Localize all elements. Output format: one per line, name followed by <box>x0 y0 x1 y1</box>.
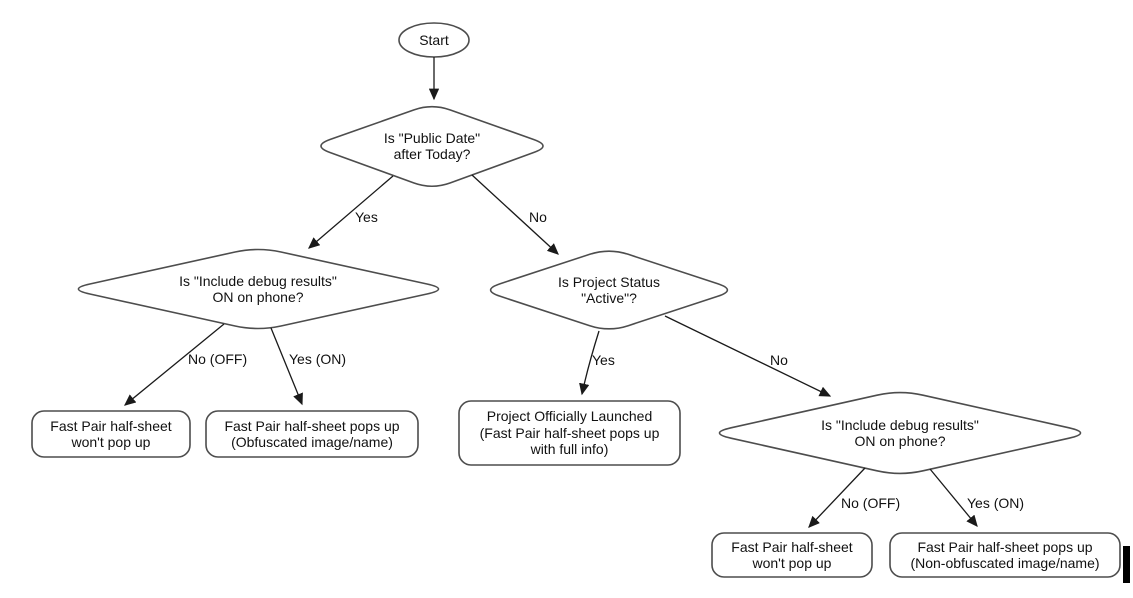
debug-right-decision-shape <box>718 391 1082 475</box>
edge-label-debug-left-no: No (OFF) <box>188 351 248 367</box>
edge-label-debug-right-no: No (OFF) <box>841 495 901 511</box>
edge-label-public-date-yes: Yes <box>355 209 378 225</box>
project-status-decision-shape <box>489 250 729 330</box>
edge-public-date-yes <box>308 175 394 249</box>
text-cursor-artifact <box>1123 546 1130 583</box>
edge-project-status-no <box>664 315 832 397</box>
node-non-obfuscated-popup: Fast Pair half-sheet pops up (Non-obfusc… <box>910 538 1100 572</box>
edge-debug-left-yes <box>270 327 303 406</box>
edge-project-status-yes <box>579 330 600 396</box>
debug-left-decision-shape <box>77 248 440 330</box>
public-date-decision-shape <box>320 105 544 188</box>
node-debug-left-decision: Is "Include debug results" ON on phone? <box>179 272 337 306</box>
node-officially-launched: Project Officially Launched (Fast Pair h… <box>479 408 660 458</box>
node-obfuscated-popup: Fast Pair half-sheet pops up (Obfuscated… <box>224 417 400 451</box>
node-start: Start <box>419 31 449 48</box>
edge-label-project-status-yes: Yes <box>592 352 615 368</box>
node-public-date-decision: Is "Public Date" after Today? <box>383 129 481 163</box>
no-popup-left-box <box>31 410 191 458</box>
officially-launched-box <box>458 400 681 466</box>
edge-label-debug-left-yes: Yes (ON) <box>289 351 347 367</box>
node-debug-right-decision: Is "Include debug results" ON on phone? <box>821 416 979 450</box>
no-popup-right-box <box>711 532 873 578</box>
edge-debug-right-yes <box>929 468 978 528</box>
edge-label-project-status-no: No <box>770 352 788 368</box>
node-no-popup-right: Fast Pair half-sheet won't pop up <box>731 538 853 572</box>
edge-label-public-date-no: No <box>529 209 547 225</box>
edge-debug-left-no <box>123 323 225 406</box>
edge-public-date-no <box>471 174 559 255</box>
node-project-status-decision: Is Project Status "Active"? <box>558 273 660 307</box>
edge-debug-right-no <box>808 467 866 528</box>
node-no-popup-left: Fast Pair half-sheet won't pop up <box>50 417 172 451</box>
obfuscated-popup-box <box>205 410 419 458</box>
edge-label-debug-right-yes: Yes (ON) <box>967 495 1025 511</box>
non-obfuscated-popup-box <box>889 532 1121 578</box>
